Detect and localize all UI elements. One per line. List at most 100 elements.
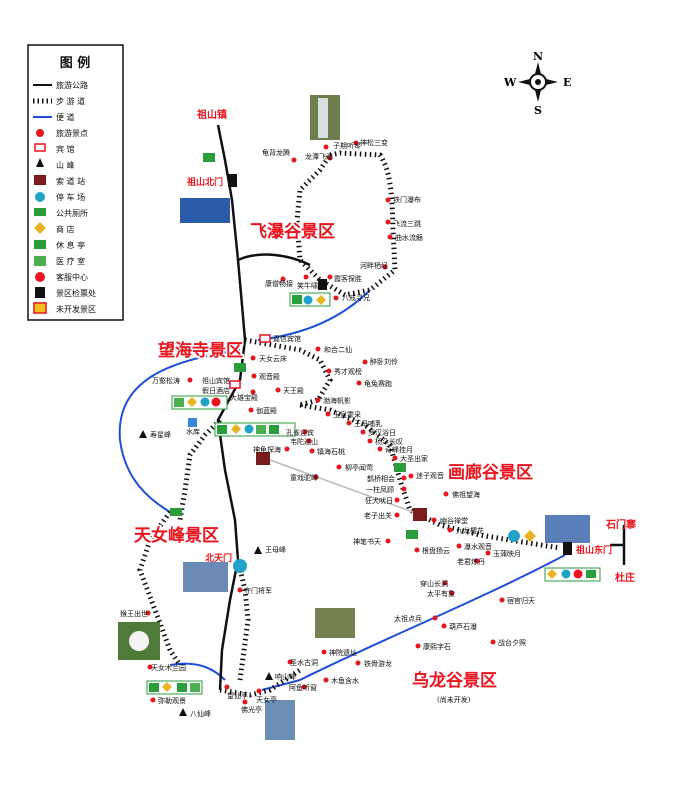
hotel-label-huaping: 假日酒店 [202,386,230,395]
spot-label: 铁骨游龙 [364,659,392,668]
zone-label-wanghaisi: 望海寺景区 [158,340,243,361]
legend-label-shop: 商 店 [56,224,75,234]
spot-label: 老君炼丹 [457,557,485,566]
spot-label: 柳亭闻莺 [345,463,373,472]
legend-label-undeveloped: 未开发景区 [56,304,96,314]
peak-label-xiangshan: 响山峰 [275,672,296,681]
peak-icon [36,158,44,167]
spot-label: 神院遗址 [329,648,357,657]
toilet-wanghai-icon [234,363,246,372]
waterfall-photo-water [318,98,328,138]
spot-label: 圣水古洞 [290,658,318,667]
legend-label-clinic: 医 疗 室 [56,256,85,266]
road-line-west-link [237,253,311,267]
spot-label: 万壑松涛 [152,376,180,385]
spot-label: 天女亭 [256,695,277,704]
spot-label: 神龟探海 [253,445,281,454]
legend-label-trail: 步 游 道 [56,96,85,106]
spot-label: 瀑水观音 [464,542,492,551]
hotel-zushan-icon [229,380,241,389]
peak-wangma-icon [254,546,262,554]
spot-label: 一柱凤顾 [366,485,394,494]
spot-label: 醉卧刘伶 [370,357,398,366]
clinic-icon [34,256,46,266]
spot-label: 太祖点兵 [394,614,422,623]
legend-label-pavilion: 休 息 亭 [56,240,85,250]
spot-label: 守门将军 [244,586,272,595]
shop-icon [34,222,46,234]
peak-baxian-icon [179,708,187,716]
spot-label: 木鱼含水 [331,676,359,685]
spot-label: 玉蒲映月 [493,549,521,558]
path-line-feipu-east [257,289,371,341]
town-label-zushan: 祖山镇 [196,108,227,121]
spot-label: 河畔栖经 [360,261,388,270]
scenic-spot-icon [36,129,44,137]
rock-photo [315,608,355,638]
compass-s: S [534,104,542,117]
zone-label-tiannvfeng: 天女峰景区 [134,525,219,546]
undeveloped-icon [33,302,47,314]
peak-label-wangma: 王母峰 [265,545,286,554]
spot-label: 曲水流觞 [395,233,423,242]
spot-label: 迷子观音 [416,471,444,480]
spot-label: 阿鱼听窗 [289,683,317,692]
peak-label-baxian: 八仙峰 [190,709,211,718]
toilet-icon [34,208,46,216]
zone-label-feipu: 飞瀑谷景区 [250,222,335,242]
cableway-east-icon [413,508,427,521]
path-line-southwest [169,662,226,681]
spot-label: 太平有象 [427,589,455,598]
reservoir-label: 水库 [186,427,200,436]
pavilion-tiannv-icon [170,508,182,516]
spot-label: 葫芦石瀑 [449,622,477,631]
spot-label: 玉皇霍采 [333,410,361,419]
trail-line-south-loop [219,667,302,698]
legend-label-service: 客服中心 [56,272,88,282]
spot-label: 韦陀巡山 [290,437,318,446]
spot-label: 铁门瀑布 [393,195,421,204]
spot-label: 九龙樱花 [456,526,484,535]
spot-label: 伽蓝殿 [256,406,277,415]
legend-label-ticket: 景区检票处 [56,288,96,298]
spot-label: 秀才观榜 [334,367,362,376]
spot-label: 幽谷禅堂 [440,516,468,525]
toilet-north-icon [203,153,215,162]
spot-label: 望仙亭 [227,691,248,700]
spot-labels: 龟背龙腾 子期听琴 龙潭飞瀑 神松三变 铁门瀑布 飞流三跳 曲水流觞 河畔栖经 … [120,138,535,714]
reservoir-icon [188,418,197,427]
trail-line-feipu-loop [294,150,398,298]
spot-label: 八戒寻兄 [342,293,370,302]
spot-label: 宿官归天 [507,596,535,605]
legend-label-cableway: 索 道 站 [56,176,85,186]
compass-w: W [503,76,517,89]
compass-e: E [563,76,571,89]
spot-label: 罗汉浴日 [368,428,396,437]
legend-label-peak: 山 峰 [56,160,75,170]
spot-label: 康僧畅接 [265,279,293,288]
legend-label-spot: 旅游景点 [56,128,88,138]
cableway-line [269,459,414,513]
compass-rose: N E S W [503,50,571,117]
spot-label: 老子出关 [364,511,392,520]
spot-label: 根盘扬云 [422,546,450,555]
spot-label: 王母哺乳 [354,419,382,428]
peak-xiangshan-icon [265,672,273,680]
gate-label-north: 祖山北门 [186,176,223,188]
path-line-wulong [261,554,566,691]
hotel-label-zushan: 祖山宾馆 [202,376,230,385]
spot-label: 子期听琴 [333,141,361,150]
spot-label: 龟兔赛跑 [364,379,392,388]
spot-label: 奇峰挂月 [385,445,413,454]
pavilion-photo [265,700,295,740]
facility-bar-south [146,680,203,695]
path-line-wanghai-west [118,349,241,513]
ticket-gate-east-icon [563,542,572,555]
spot-label: 和合二仙 [324,345,352,354]
zone-note-wulong: (尚未开发) [437,695,471,704]
spot-label: 天王殿 [283,387,304,395]
legend-label-path: 便 道 [56,112,75,122]
cableway-icon [34,175,46,185]
ticket-gate-feipu-icon [318,279,327,290]
